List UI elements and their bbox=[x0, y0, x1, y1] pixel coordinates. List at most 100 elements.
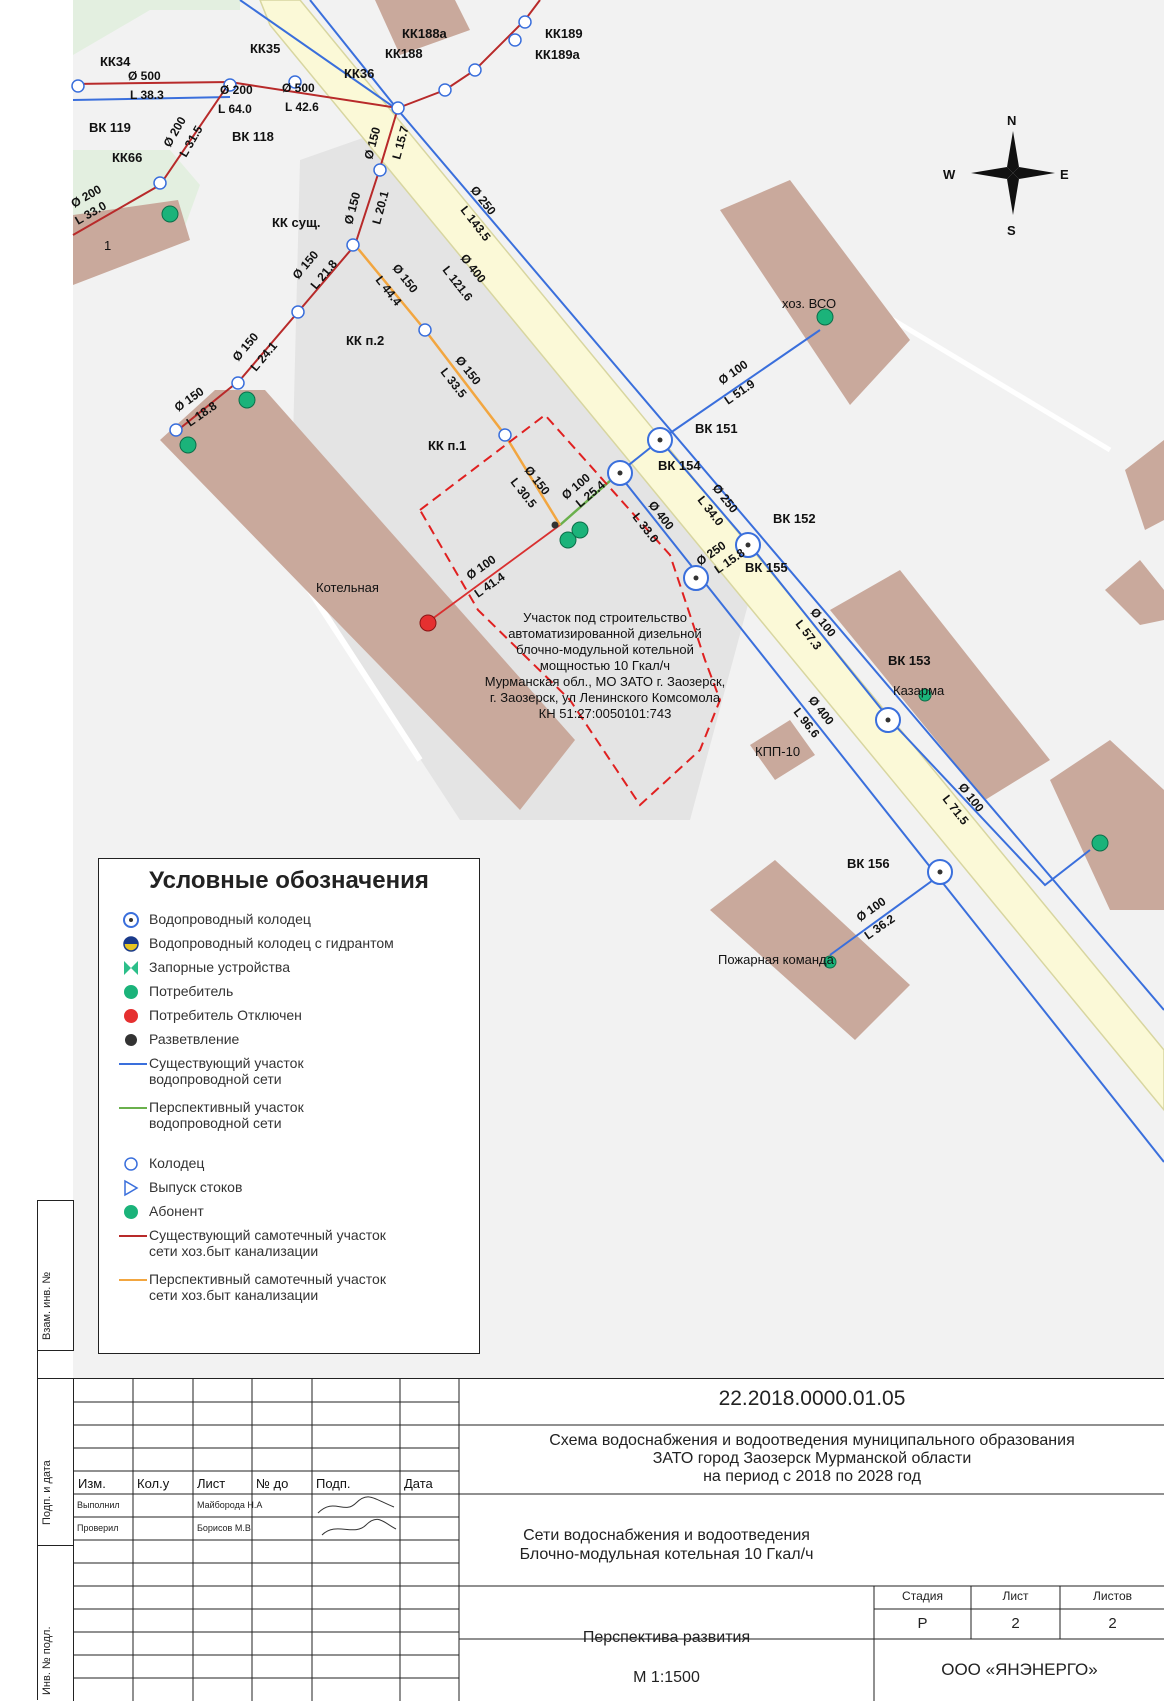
legend-item: Потребитель bbox=[119, 983, 233, 1001]
dim-l: L 64.0 bbox=[218, 102, 252, 116]
label-bk154: ВК 154 bbox=[658, 458, 701, 473]
legend-item: Существующий самотечный участок сети хоз… bbox=[119, 1227, 386, 1259]
legend-item-label: Существующий участок водопроводной сети bbox=[149, 1055, 304, 1087]
water-well-icon bbox=[119, 911, 149, 929]
label-kk188a: КК188а bbox=[402, 26, 448, 41]
building-kazarma-label: Казарма bbox=[893, 683, 945, 698]
col-data: Дата bbox=[404, 1476, 433, 1491]
disconnected-consumer bbox=[419, 614, 437, 632]
hydrant-icon bbox=[119, 935, 149, 953]
label-kk-p1: КК п.1 bbox=[428, 438, 466, 453]
stage-value: Р bbox=[917, 1615, 928, 1632]
legend-item: Разветвление bbox=[119, 1031, 239, 1049]
legend-item-label: Колодец bbox=[149, 1155, 205, 1171]
legend-item: Водопроводный колодец с гидрантом bbox=[119, 935, 394, 953]
sewer-line-icon bbox=[119, 1227, 149, 1245]
sheet-value: 2 bbox=[1011, 1615, 1020, 1632]
site-note-line: блочно-модульной котельной bbox=[516, 642, 694, 657]
legend-item-label: Водопроводный колодец с гидрантом bbox=[149, 935, 394, 951]
legend-item: Абонент bbox=[119, 1203, 204, 1221]
sheet-title-line: Сети водоснабжения и водоотведения bbox=[523, 1527, 810, 1544]
legend-item: Перспективный участок водопроводной сети bbox=[119, 1099, 304, 1131]
col-list: Лист bbox=[197, 1476, 226, 1491]
sewer-manholes bbox=[71, 15, 532, 442]
sheets-value: 2 bbox=[1108, 1615, 1117, 1632]
legend-item-label: Водопроводный колодец bbox=[149, 911, 311, 927]
legend-item: Выпуск стоков bbox=[119, 1179, 242, 1197]
site-note-line: КН 51:27:0050101:743 bbox=[539, 706, 672, 721]
col-ndo: № до bbox=[256, 1476, 289, 1491]
building bbox=[1050, 740, 1164, 910]
water-wells bbox=[607, 427, 953, 885]
new-sewer-line bbox=[354, 244, 562, 526]
label-kk34: КК34 bbox=[100, 54, 131, 69]
sheet-title: Сети водоснабжения и водоотведения Блочн… bbox=[459, 1526, 874, 1564]
compass-e: E bbox=[1060, 167, 1069, 182]
building-kotel-label: Котельная bbox=[316, 580, 379, 595]
label-bk118: ВК 118 bbox=[232, 129, 274, 144]
consumer-icon bbox=[119, 1203, 149, 1221]
site-note: Участок под строительство автоматизирова… bbox=[485, 610, 726, 721]
label-kk189: КК189 bbox=[545, 26, 583, 41]
disconnected-line bbox=[427, 524, 561, 623]
site-note-line: г. Заозерск, ул Ленинского Комсомола bbox=[490, 690, 721, 705]
label-kk-p2: КК п.2 bbox=[346, 333, 384, 348]
building-kotelnaya bbox=[160, 390, 575, 810]
path bbox=[858, 297, 1112, 453]
label-kk188: КК188 bbox=[385, 46, 423, 61]
building bbox=[375, 0, 470, 55]
scale: М 1:1500 bbox=[633, 1669, 700, 1686]
document-title-line: ЗАТО город Заозерск Мурманской области bbox=[652, 1450, 972, 1467]
title-block: 22.2018.0000.01.05 Схема водоснабжения и… bbox=[73, 1378, 1164, 1701]
building-pozh-label: Пожарная команда bbox=[718, 952, 835, 967]
legend-item: Запорные устройства bbox=[119, 959, 290, 977]
document-code: 22.2018.0000.01.05 bbox=[718, 1387, 906, 1410]
building-kazarma bbox=[830, 570, 1050, 800]
legend-item: Водопроводный колодец bbox=[119, 911, 311, 929]
legend-item-label: Потребитель Отключен bbox=[149, 1007, 302, 1023]
legend-title: Условные обозначения bbox=[149, 867, 429, 894]
building-kpp bbox=[750, 720, 815, 780]
sheet-header: Лист bbox=[1002, 1589, 1029, 1603]
label-kk66: КК66 bbox=[112, 150, 142, 165]
label-bk155: ВК 155 bbox=[745, 560, 788, 575]
document-title-line: на период с 2018 по 2028 год bbox=[703, 1468, 921, 1485]
water-line-icon bbox=[119, 1055, 149, 1073]
new-water-line-icon bbox=[119, 1099, 149, 1117]
side-text-c: Инв. № подл. bbox=[41, 1626, 53, 1695]
dim-d: Ø 200 bbox=[220, 83, 253, 97]
building-hoz-vso bbox=[720, 180, 910, 405]
consumers bbox=[161, 205, 1109, 969]
site-note-line: Мурманская обл., МО ЗАТО г. Заозерск, bbox=[485, 674, 726, 689]
building-labels: 1 хоз. ВСО Котельная Казарма КПП-10 Пожа… bbox=[104, 238, 945, 967]
dim-d: Ø 500 bbox=[282, 81, 315, 95]
green-area bbox=[73, 0, 240, 55]
document-title: Схема водоснабжения и водоотведения муни… bbox=[459, 1432, 1164, 1486]
check-name: Борисов М.В bbox=[197, 1523, 251, 1533]
compass-n: N bbox=[1007, 113, 1016, 128]
new-sewer-line-icon bbox=[119, 1271, 149, 1289]
building-hoz-label: хоз. ВСО bbox=[782, 296, 836, 311]
building-kpp-label: КПП-10 bbox=[755, 744, 800, 759]
col-podp: Подп. bbox=[316, 1476, 351, 1491]
label-bk156: ВК 156 bbox=[847, 856, 890, 871]
side-text-a: Взам. инв. № bbox=[41, 1271, 53, 1340]
site-note-line: автоматизированной дизельной bbox=[508, 626, 702, 641]
manhole-icon bbox=[119, 1155, 149, 1173]
document-title-line: Схема водоснабжения и водоотведения муни… bbox=[549, 1432, 1075, 1449]
disconnected-consumer-icon bbox=[119, 1007, 149, 1025]
made-role: Выполнил bbox=[77, 1500, 120, 1510]
dim-d: Ø 500 bbox=[128, 69, 161, 83]
site-note-line: Участок под строительство bbox=[523, 610, 687, 625]
site-boundary bbox=[418, 413, 722, 807]
building bbox=[1105, 560, 1164, 625]
title-block-grid bbox=[74, 1379, 1164, 1701]
organization: ООО «ЯНЭНЕРГО» bbox=[941, 1660, 1098, 1679]
legend-item-label: Запорные устройства bbox=[149, 959, 290, 975]
label-bk119: ВК 119 bbox=[89, 120, 131, 135]
sheet-title-line: Блочно-модульная котельная 10 Гкал/ч bbox=[519, 1546, 814, 1563]
building-1-label: 1 bbox=[104, 238, 111, 253]
node-labels: КК34 КК35 КК36 КК188 КК188а КК189 КК189а… bbox=[89, 26, 931, 871]
branch-point bbox=[551, 521, 559, 529]
